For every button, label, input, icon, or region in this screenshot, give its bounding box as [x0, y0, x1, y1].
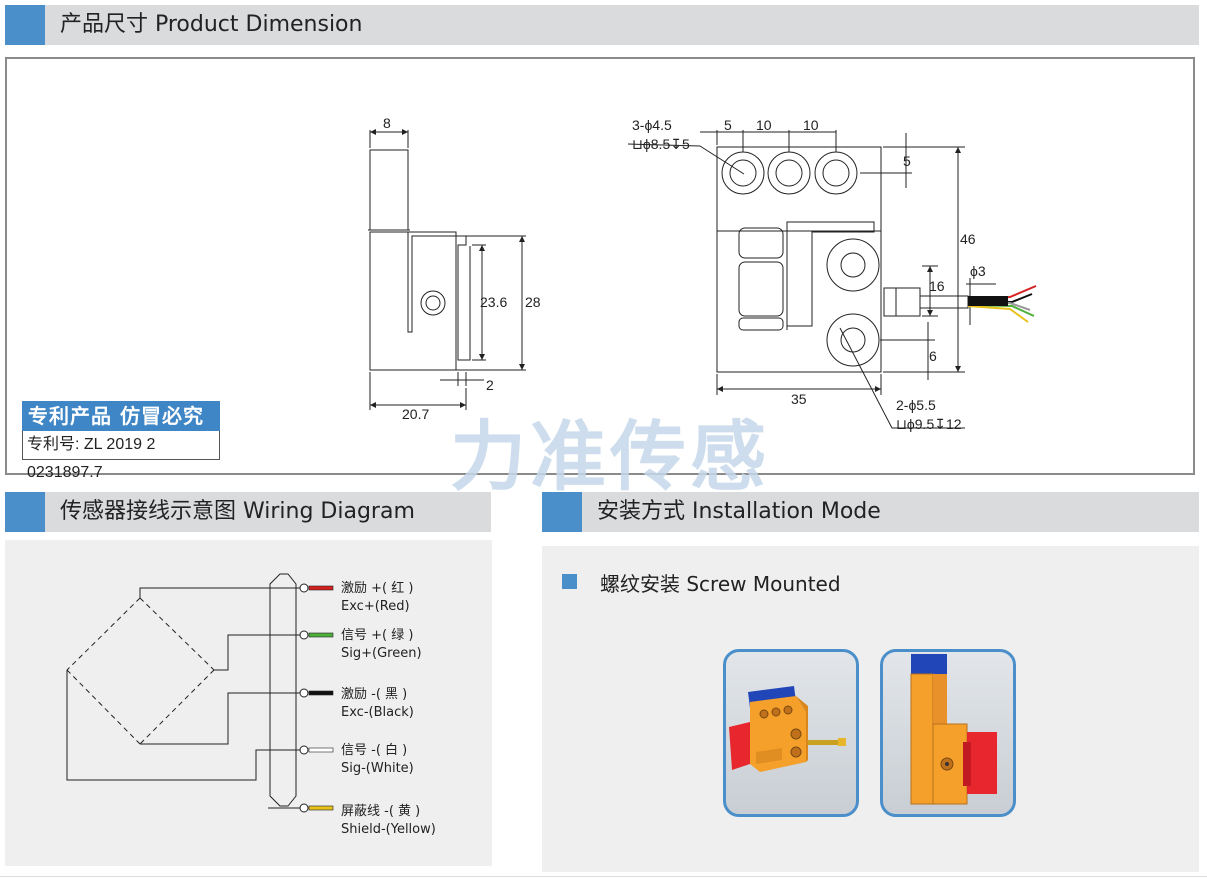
- patent-badge: 专利产品 仿冒必究 专利号: ZL 2019 2 0231897.7: [22, 401, 220, 481]
- lead-red: [308, 585, 334, 591]
- side-view-lower-body: [369, 231, 457, 371]
- section-title-dimension: 产品尺寸 Product Dimension: [60, 12, 363, 37]
- wire-label-shield: 屏蔽线 -( 黄 ) Shield-(Yellow): [341, 803, 436, 839]
- wire-label-exc-plus: 激励 +( 红 ) Exc+(Red): [341, 580, 413, 616]
- dimension-drawing: 8 23.6 28 2 20.7 3-ϕ4.5 ⊔ϕ8.5↧5 5 10 10 …: [368, 115, 1037, 432]
- install-panel: [542, 546, 1199, 872]
- page-bottom-rule: [0, 876, 1207, 877]
- wire-label-en: Sig-(White): [341, 761, 414, 776]
- dim-front-holes-top: 3-ϕ4.5: [632, 117, 672, 133]
- wire-label-cn: 信号 -( 白 ): [341, 743, 408, 758]
- wire-label-cn: 激励 +( 红 ): [341, 581, 414, 596]
- dim-side-h1: 23.6: [480, 294, 507, 310]
- lead-green: [308, 632, 334, 638]
- wire-label-cn: 屏蔽线 -( 黄 ): [341, 804, 421, 819]
- header-accent-block: [5, 5, 45, 45]
- dim-side-top: 8: [383, 115, 391, 131]
- side-view-hole-outer: [420, 290, 446, 316]
- wire-label-cn: 信号 +( 绿 ): [341, 628, 414, 643]
- wiring-panel: [5, 540, 492, 866]
- front-view-body: [716, 146, 882, 373]
- wire-label-en: Exc-(Black): [341, 705, 414, 720]
- dim-front-v46: 46: [960, 231, 976, 247]
- dim-front-holes-top-cb: ⊔ϕ8.5↧5: [632, 136, 690, 152]
- dim-side-h2: 28: [525, 294, 541, 310]
- dim-front-holes-bottom-cb: ⊔ϕ9.5↧12: [896, 416, 962, 432]
- wire-label-en: Exc+(Red): [341, 599, 410, 614]
- section-title-install: 安装方式 Installation Mode: [597, 499, 881, 524]
- section-header-wiring: 传感器接线示意图 Wiring Diagram: [5, 492, 491, 532]
- install-photo-side: [880, 649, 1016, 817]
- header-accent-block: [542, 492, 582, 532]
- install-photo-isometric: [723, 649, 859, 817]
- wire-label-sig-plus: 信号 +( 绿 ) Sig+(Green): [341, 627, 422, 663]
- cable-gland: [883, 287, 921, 317]
- dim-front-d10a: 10: [756, 117, 772, 133]
- dim-front-cable: ϕ3: [970, 263, 986, 279]
- dim-front-v5: 5: [903, 153, 911, 169]
- lead-yellow: [308, 805, 334, 811]
- side-view-upper-body: [369, 149, 409, 231]
- dim-side-width: 20.7: [402, 406, 429, 422]
- section-title-wiring: 传感器接线示意图 Wiring Diagram: [60, 499, 415, 524]
- wiring-diagram: [66, 573, 334, 813]
- dim-front-d10b: 10: [803, 117, 819, 133]
- lead-black: [308, 690, 334, 696]
- dim-front-width: 35: [791, 391, 807, 407]
- wire-label-exc-minus: 激励 -( 黑 ) Exc-(Black): [341, 686, 414, 722]
- lead-white: [308, 747, 334, 753]
- section-header-dimension: 产品尺寸 Product Dimension: [5, 5, 1199, 45]
- wire-label-cn: 激励 -( 黑 ): [341, 687, 408, 702]
- section-header-install: 安装方式 Installation Mode: [542, 492, 1199, 532]
- front-hole-5: [826, 313, 880, 367]
- patent-number: 专利号: ZL 2019 2 0231897.7: [22, 431, 220, 481]
- side-render: [910, 654, 997, 805]
- patent-title: 专利产品 仿冒必究: [22, 401, 220, 431]
- side-view-hole-inner: [425, 295, 441, 311]
- header-accent-block: [5, 492, 45, 532]
- install-method-label: 螺纹安装 Screw Mounted: [600, 572, 841, 596]
- wire-label-sig-minus: 信号 -( 白 ) Sig-(White): [341, 742, 414, 778]
- watermark-text: 力准传感: [450, 412, 770, 501]
- isometric-render: [729, 686, 846, 772]
- wire-label-en: Shield-(Yellow): [341, 822, 436, 837]
- front-hole-2: [767, 151, 811, 195]
- install-bullet-square: [562, 574, 577, 589]
- dim-side-gap: 2: [486, 377, 494, 393]
- front-hole-3: [814, 151, 858, 195]
- dim-front-holes-bottom: 2-ϕ5.5: [896, 397, 936, 413]
- front-hole-4: [826, 238, 880, 292]
- wire-label-en: Sig+(Green): [341, 646, 422, 661]
- dim-front-v16: 16: [929, 278, 945, 294]
- dim-front-d5: 5: [724, 117, 732, 133]
- dim-front-v6: 6: [929, 348, 937, 364]
